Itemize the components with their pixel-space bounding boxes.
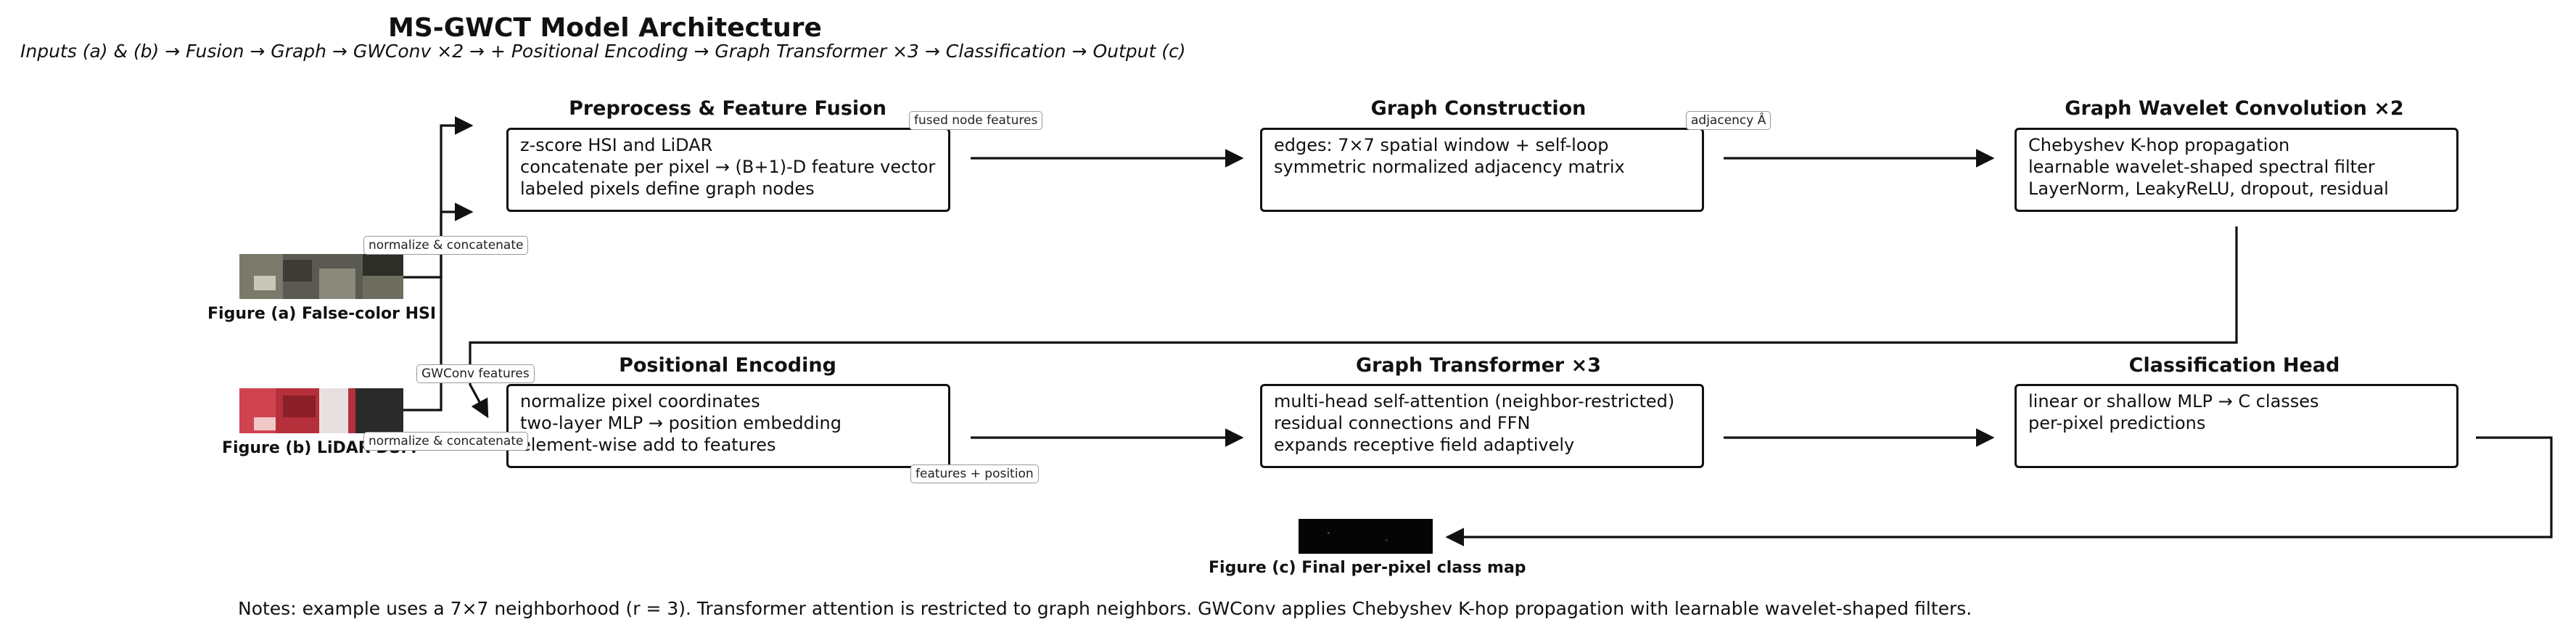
classifier-line-1: linear or shallow MLP → C classes — [2028, 391, 2319, 411]
footnote: Notes: example uses a 7×7 neighborhood (… — [238, 598, 1972, 619]
graph-box: edges: 7×7 spatial window + self-loop sy… — [1260, 128, 1704, 212]
posenc-line-1: normalize pixel coordinates — [520, 391, 760, 411]
gwconv-title: Graph Wavelet Convolution ×2 — [2065, 97, 2404, 120]
preprocess-title: Preprocess & Feature Fusion — [569, 97, 886, 120]
edge-label-features-position: features + position — [910, 464, 1039, 483]
posenc-title: Positional Encoding — [619, 354, 836, 377]
transformer-line-2: residual connections and FFN — [1274, 413, 1531, 433]
graph-title: Graph Construction — [1370, 97, 1587, 120]
edge-classifier-to-output — [1445, 436, 2553, 546]
gwconv-line-3: LayerNorm, LeakyReLU, dropout, residual — [2028, 179, 2389, 199]
figure-a-caption: Figure (a) False-color HSI — [207, 305, 437, 323]
transformer-line-3: expands receptive field adaptively — [1274, 435, 1575, 455]
edge-label-fused: fused node features — [909, 111, 1043, 130]
edge-label-adjacency: adjacency Â — [1686, 111, 1771, 130]
graph-line-2: symmetric normalized adjacency matrix — [1274, 157, 1625, 177]
lidar-thumbnail — [239, 388, 403, 433]
edge-lidar-to-fusion — [403, 212, 443, 411]
gwconv-line-2: learnable wavelet-shaped spectral filter — [2028, 157, 2375, 177]
classifier-line-2: per-pixel predictions — [2028, 413, 2206, 433]
graph-line-1: edges: 7×7 spatial window + self-loop — [1274, 135, 1609, 155]
gwconv-line-1: Chebyshev K-hop propagation — [2028, 135, 2290, 155]
class-map-thumbnail — [1299, 519, 1433, 554]
hsi-thumbnail — [239, 254, 403, 299]
posenc-box: normalize pixel coordinates two-layer ML… — [506, 384, 950, 468]
figure-c-caption: Figure (c) Final per-pixel class map — [1209, 559, 1526, 577]
classifier-box: linear or shallow MLP → C classes per-pi… — [2015, 384, 2458, 468]
edge-gwconv-to-posenc — [469, 226, 2238, 419]
transformer-box: multi-head self-attention (neighbor-rest… — [1260, 384, 1704, 468]
classifier-title: Classification Head — [2128, 354, 2340, 377]
posenc-line-3: element-wise add to features — [520, 435, 776, 455]
diagram-subtitle: Inputs (a) & (b) → Fusion → Graph → GWCo… — [20, 41, 1186, 62]
transformer-line-1: multi-head self-attention (neighbor-rest… — [1274, 391, 1675, 411]
edge-label-normalize-concat-b: normalize & concatenate — [363, 432, 529, 451]
preprocess-line-3: labeled pixels define graph nodes — [520, 179, 815, 199]
preprocess-box: z-score HSI and LiDAR concatenate per pi… — [506, 128, 950, 212]
edge-hsi-to-fusion — [403, 116, 474, 279]
posenc-line-2: two-layer MLP → position embedding — [520, 413, 842, 433]
transformer-title: Graph Transformer ×3 — [1355, 354, 1602, 377]
diagram-title: MS-GWCT Model Architecture — [388, 13, 822, 43]
edge-label-normalize-concat-a: normalize & concatenate — [363, 236, 529, 255]
edge-label-gwconv-features: GWConv features — [416, 364, 535, 383]
gwconv-box: Chebyshev K-hop propagation learnable wa… — [2015, 128, 2458, 212]
preprocess-line-1: z-score HSI and LiDAR — [520, 135, 713, 155]
preprocess-line-2: concatenate per pixel → (B+1)-D feature … — [520, 157, 936, 177]
